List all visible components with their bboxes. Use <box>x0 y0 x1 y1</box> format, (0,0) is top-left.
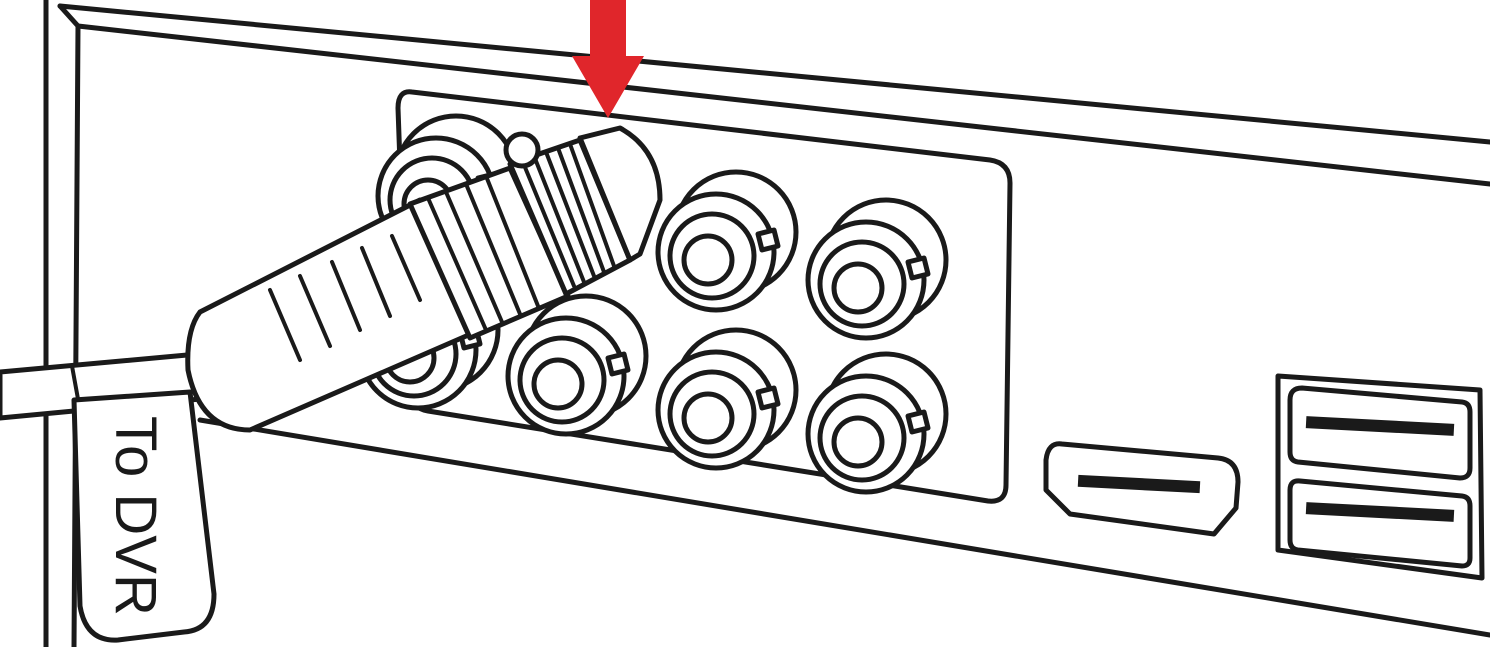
cable-tag-label: To DVR <box>103 416 168 616</box>
hdmi-port-icon <box>1043 441 1241 537</box>
dvr-unit-icon <box>43 0 1490 647</box>
down-arrow-icon <box>572 0 644 118</box>
cable-tag: To DVR <box>71 389 217 643</box>
usb-port-icon <box>1275 373 1485 581</box>
